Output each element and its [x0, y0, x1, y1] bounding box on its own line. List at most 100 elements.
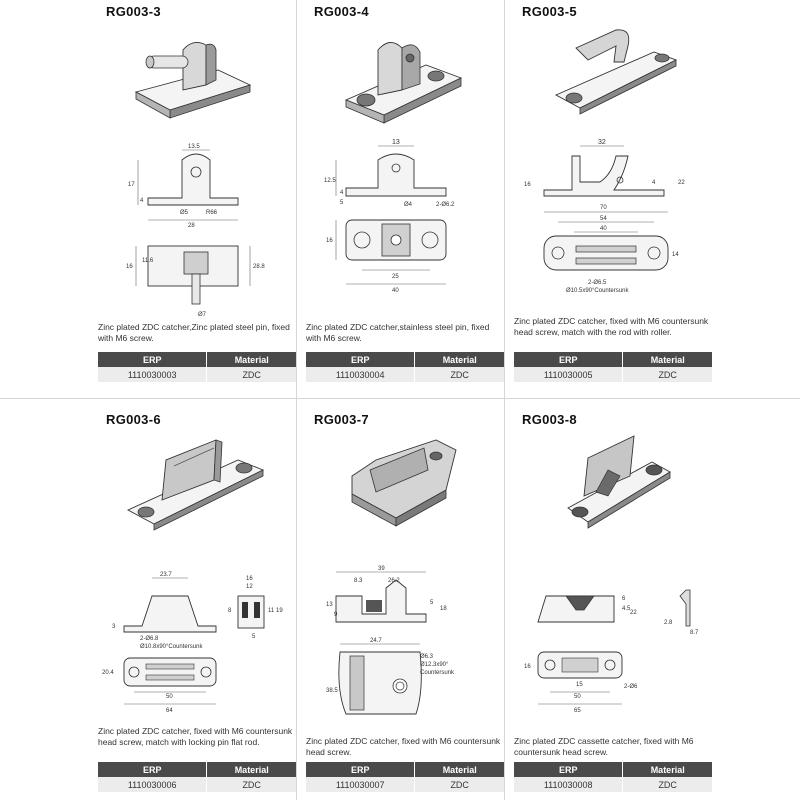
dim-label: 4.5: [622, 606, 631, 612]
dim-label: 2-Ø6.5: [588, 280, 607, 286]
product-drawing: 6 4.5 22 2.8 8.7 16 15 50 65 2-Ø6: [524, 435, 699, 714]
erp-value: 1110030003: [98, 367, 208, 382]
dim-label: 5: [340, 200, 344, 206]
dim-label: 13: [326, 602, 333, 608]
top-view: 16 15 50 65 2-Ø6: [524, 651, 638, 714]
material-header: Material: [206, 762, 296, 777]
dim-label: 16: [126, 264, 133, 270]
product-card-rg003-6: RG003-6 23.7 3 16 12: [88, 400, 354, 800]
spec-table: ERP Material 1110030004 ZDC: [306, 352, 504, 382]
material-value: ZDC: [414, 367, 504, 382]
product-title: RG003-5: [522, 4, 577, 19]
front-view: 23.7 3: [112, 572, 217, 633]
erp-header: ERP: [306, 352, 416, 367]
dim-label: 28.8: [253, 264, 265, 270]
material-value: ZDC: [622, 777, 712, 792]
dim-label: 5: [430, 600, 434, 606]
top-view: 2-Ø6.8 Ø10.8x90°Countersunk 20.4 50 64: [102, 636, 217, 714]
dim-label: 16: [524, 664, 531, 670]
erp-header: ERP: [514, 762, 624, 777]
dim-label: 12: [246, 584, 253, 590]
dim-label: 2-Ø6.2: [436, 202, 455, 208]
dim-label: Ø10.5x90°Countersunk: [566, 288, 629, 294]
product-drawing: 32 16 4 22 70 54 40 14 2-Ø6.5 Ø10.5x90°C…: [524, 29, 685, 294]
dim-label: 50: [574, 694, 581, 700]
spec-table: ERP Material 1110030006 ZDC: [98, 762, 296, 792]
dim-label: 11.6: [142, 258, 154, 264]
product-title: RG003-4: [314, 4, 369, 19]
front-view: 39 8.3 26.2 13 9 5 18: [326, 566, 447, 623]
dim-label: 8.7: [690, 630, 699, 636]
render-3d: [126, 439, 265, 531]
column-divider: [504, 0, 505, 800]
dim-label: Ø12.3x90°: [420, 662, 449, 668]
dim-label: 3: [112, 624, 116, 630]
front-view: 13 12.5 4 5: [324, 139, 447, 206]
dim-label: 22: [630, 610, 637, 616]
dim-label: 16: [246, 576, 253, 582]
dim-label: Ø7: [198, 312, 207, 318]
top-view: Ø4 2-Ø6.2 16 25 40: [326, 202, 455, 294]
spec-table: ERP Material 1110030003 ZDC: [98, 352, 296, 382]
render-3d: [344, 42, 463, 124]
dim-label: 28: [188, 223, 195, 229]
material-value: ZDC: [622, 367, 712, 382]
render-3d: [134, 41, 252, 119]
dim-label: 50: [166, 694, 173, 700]
spec-table: ERP Material 1110030005 ZDC: [514, 352, 712, 382]
material-value: ZDC: [206, 777, 296, 792]
dim-label: 22: [678, 180, 685, 186]
product-drawing: 39 8.3 26.2 13 9 5 18 24.7 Ø6.3 Ø12.3x90…: [326, 439, 457, 715]
material-value: ZDC: [206, 367, 296, 382]
dim-label: Ø6.3: [420, 654, 434, 660]
erp-value: 1110030006: [98, 777, 208, 792]
dim-label: 2.8: [664, 620, 673, 626]
erp-value: 1110030008: [514, 777, 624, 792]
top-view: 70 54 40 14 2-Ø6.5 Ø10.5x90°Countersunk: [543, 205, 679, 294]
column-divider: [296, 0, 297, 800]
dim-label: 13: [392, 139, 400, 146]
dim-label: 4: [340, 190, 344, 196]
erp-value: 1110030007: [306, 777, 416, 792]
front-view: 13.5 17 4 Ø5 R66 28: [128, 144, 239, 229]
dim-label: 4: [652, 180, 656, 186]
material-value: ZDC: [414, 777, 504, 792]
row-divider: [0, 398, 800, 399]
product-card-rg003-4: RG003-4 13 12.5 4 5: [296, 0, 562, 400]
dim-label: 25: [392, 274, 399, 280]
dim-label: 2-Ø6: [624, 684, 638, 690]
dim-label: 16: [524, 182, 531, 188]
dim-label: 39: [378, 566, 385, 572]
side-view: 2.8 8.7: [664, 589, 699, 636]
erp-value: 1110030005: [514, 367, 624, 382]
erp-header: ERP: [98, 762, 208, 777]
product-drawing: 13.5 17 4 Ø5 R66 28 16 11.6 28.8 Ø7: [126, 41, 265, 318]
material-header: Material: [622, 762, 712, 777]
dim-label: 65: [574, 708, 581, 714]
dim-label: 9: [334, 612, 338, 618]
render-3d: [567, 435, 671, 529]
dim-label: 4: [140, 198, 144, 204]
material-header: Material: [206, 352, 296, 367]
render-3d: [351, 439, 457, 527]
front-view: 32 16 4 22: [524, 139, 685, 197]
dim-label: 32: [598, 139, 606, 146]
dim-label: Ø5: [180, 210, 189, 216]
product-card-rg003-5: RG003-5 32 16 4 22: [504, 0, 770, 400]
dim-label: 8.3: [354, 578, 363, 584]
dim-label: 24.7: [370, 638, 382, 644]
dim-label: 20.4: [102, 670, 114, 676]
dim-label: 14: [672, 252, 679, 258]
product-card-rg003-7: RG003-7 39 8.3 26.2 13 9 5 18: [296, 400, 562, 800]
dim-label: 5: [252, 634, 256, 640]
dim-label: 19: [276, 608, 283, 614]
product-description: Zinc plated ZDC catcher, fixed with M6 c…: [514, 316, 709, 337]
render-3d: [554, 29, 678, 115]
dim-label: 26.2: [388, 578, 400, 584]
dim-label: 13.5: [188, 144, 200, 150]
product-description: Zinc plated ZDC cassette catcher, fixed …: [514, 736, 694, 757]
dim-label: R66: [206, 210, 218, 216]
product-description: Zinc plated ZDC catcher, fixed with M6 c…: [306, 736, 501, 757]
erp-value: 1110030004: [306, 367, 416, 382]
product-description: Zinc plated ZDC catcher,stainless steel …: [306, 322, 490, 343]
